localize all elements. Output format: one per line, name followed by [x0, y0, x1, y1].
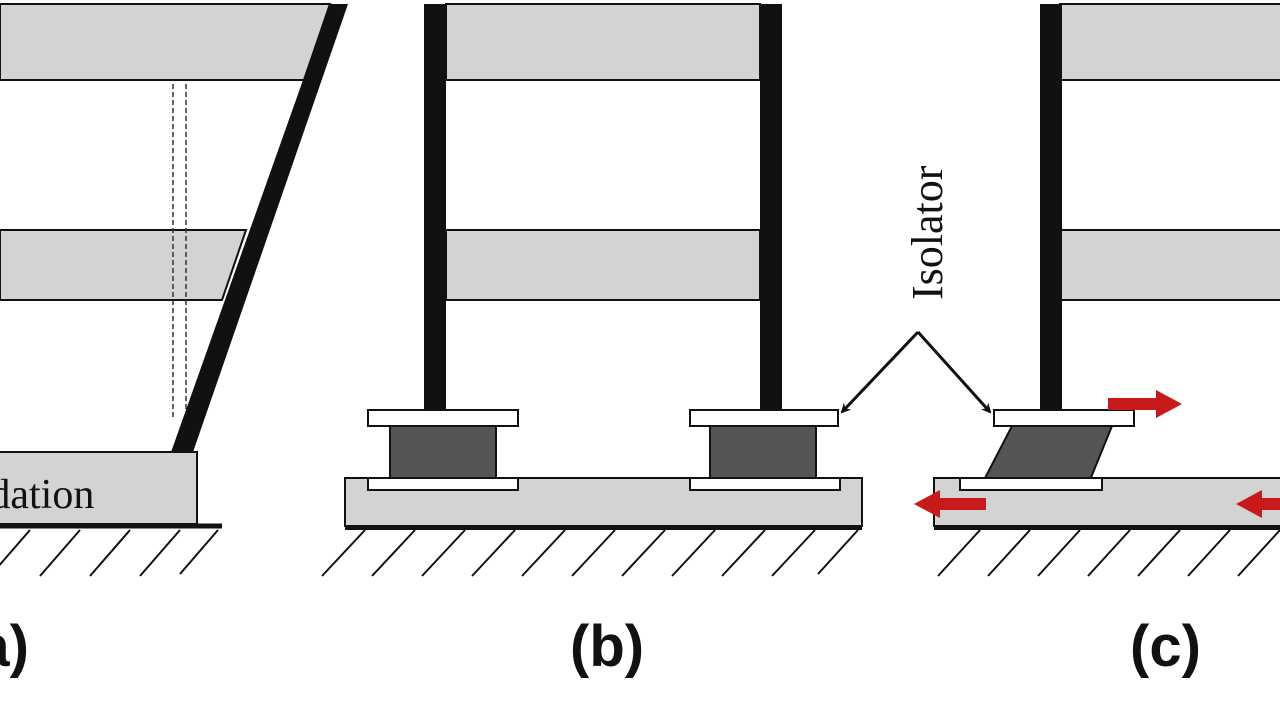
panel-b-label: (b)	[570, 614, 644, 679]
isolator-bottom-plate	[959, 477, 1103, 491]
panel-a-deformed-column	[170, 4, 348, 455]
panel-b-slab-middle	[445, 229, 761, 301]
panel-a-label: (a)	[0, 614, 29, 679]
panel-b-slab-top	[445, 3, 761, 81]
panel-b-column-right	[760, 4, 782, 412]
isolator-rubber-core	[709, 423, 817, 481]
isolator-label: Isolator	[903, 165, 952, 300]
panel-c-isolated-building-displaced: (c)	[914, 3, 1280, 679]
isolator-pointer-left	[840, 330, 920, 414]
isolator-rubber-core	[389, 423, 497, 481]
panel-c-label: (c)	[1130, 614, 1201, 679]
isolator-top-plate	[367, 409, 519, 427]
isolator-bottom-plate	[367, 477, 519, 491]
ground-motion-arrow-left-right-side	[1236, 490, 1280, 518]
panel-a-foundation	[0, 451, 198, 525]
panel-a-ground-hatching	[0, 529, 219, 577]
panel-a-fixed-base-building: Foundation (a)	[0, 3, 348, 679]
isolator-top-plate	[689, 409, 839, 427]
panel-b-base-isolated-building: (b)	[321, 3, 863, 679]
panel-b-isolator-right	[689, 409, 841, 491]
isolator-rubber-core-sheared	[982, 425, 1114, 481]
panel-b-column-left	[424, 4, 446, 412]
panel-c-motion-arrows	[914, 390, 1280, 518]
panel-a-slab-top	[0, 3, 332, 81]
superstructure-motion-arrow-right	[1108, 390, 1182, 418]
panel-c-ground-hatching	[937, 529, 1280, 577]
ground-motion-arrow-left	[914, 490, 986, 518]
panel-b-isolator-left	[367, 409, 519, 491]
panel-c-slab-middle	[1059, 229, 1280, 301]
panel-c-isolator-sheared	[959, 409, 1135, 491]
isolator-annotation: Isolator	[840, 165, 992, 414]
panel-b-ground-hatching	[321, 529, 859, 577]
panel-a-slab-middle	[0, 229, 248, 301]
isolator-bottom-plate	[689, 477, 841, 491]
panel-a-foundation-label: Foundation	[0, 472, 94, 518]
panel-c-slab-top	[1059, 3, 1280, 81]
panel-c-column-left	[1040, 4, 1062, 412]
isolator-pointer-right	[916, 330, 992, 414]
isolator-top-plate	[993, 409, 1135, 427]
